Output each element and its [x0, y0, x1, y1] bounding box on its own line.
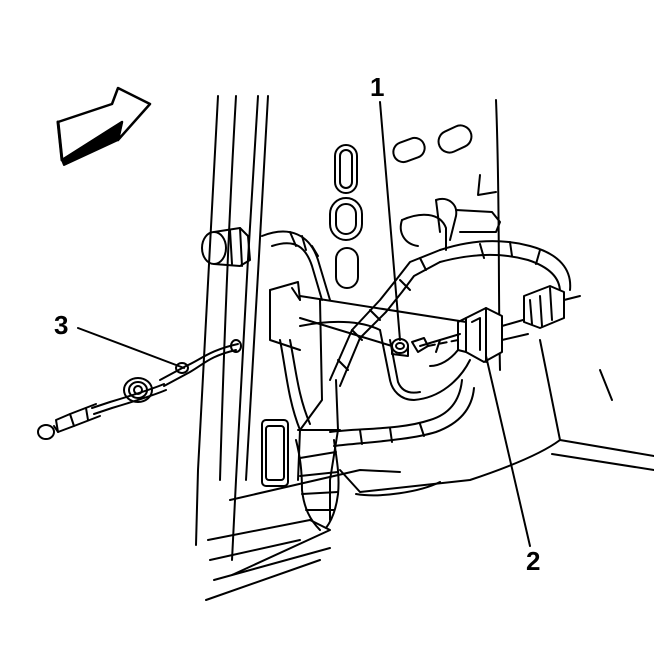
- grommet: [201, 227, 251, 267]
- wiring-harness: [261, 198, 572, 531]
- panel-openings: [261, 124, 473, 487]
- alignment-lines: [291, 287, 467, 347]
- callout-label-1: 1: [370, 72, 385, 102]
- ground-fastener: [391, 337, 429, 357]
- direction-arrow-icon: [56, 86, 152, 166]
- callout-label-2: 2: [526, 546, 541, 576]
- ground-cable: [37, 339, 242, 440]
- callout-leaders: [77, 101, 531, 547]
- harness-connector: [419, 285, 581, 367]
- callout-label-3: 3: [54, 310, 69, 340]
